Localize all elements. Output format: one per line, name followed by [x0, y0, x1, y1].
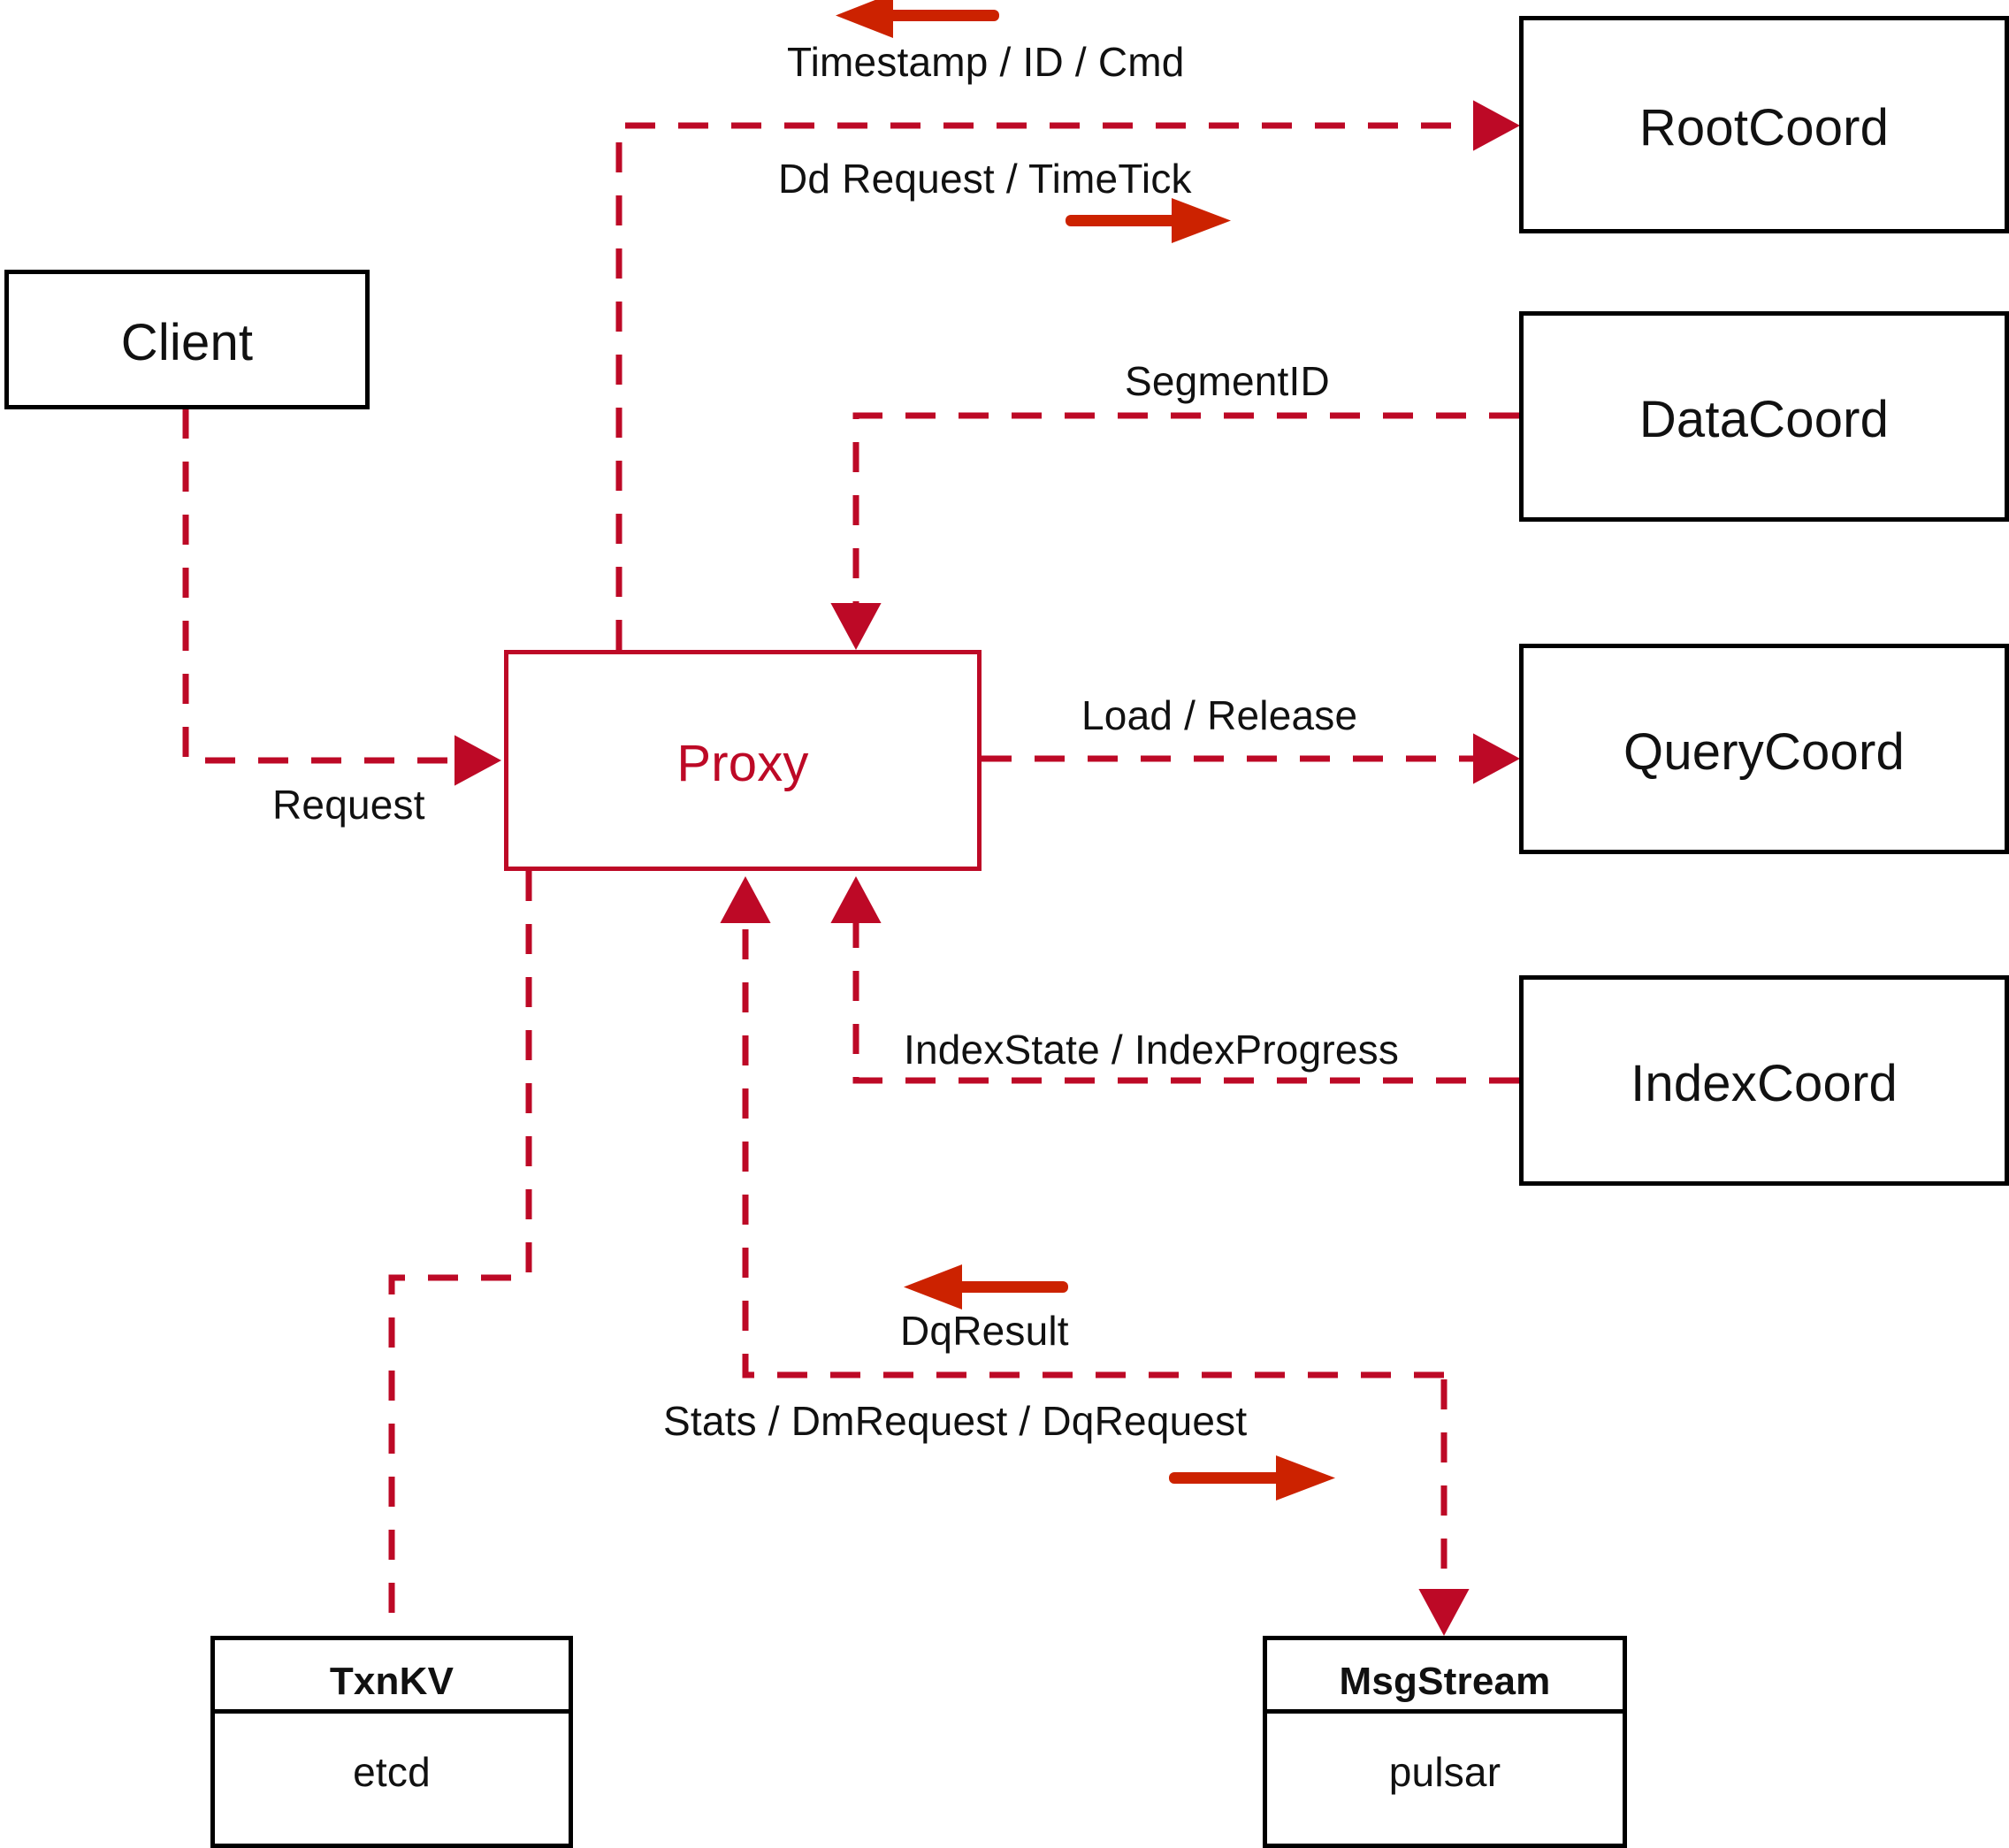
- node-msgstream-title: MsgStream: [1339, 1660, 1551, 1703]
- edge-proxy-to-txnkv: [388, 871, 532, 1636]
- node-txnkv-impl: etcd: [353, 1749, 431, 1795]
- node-datacoord-label: DataCoord: [1639, 391, 1890, 448]
- node-msgstream-impl: pulsar: [1388, 1749, 1501, 1795]
- edge-label-segment-id: SegmentID: [1125, 358, 1330, 404]
- node-client-label: Client: [120, 314, 254, 371]
- edge-label-timestamp-id-cmd: Timestamp / ID / Cmd: [787, 39, 1185, 85]
- edge-label-dq-result: DqResult: [900, 1308, 1069, 1354]
- stats-request-send-arrow: [1169, 1455, 1335, 1501]
- edge-label-request: Request: [272, 782, 425, 828]
- node-proxy-label: Proxy: [676, 735, 809, 792]
- node-client[interactable]: Client: [4, 270, 370, 409]
- edge-client-to-proxy: [182, 409, 502, 786]
- node-rootcoord-label: RootCoord: [1639, 99, 1890, 157]
- node-querycoord-label: QueryCoord: [1623, 723, 1905, 781]
- edge-msgstream-to-proxy: [720, 875, 1444, 1378]
- node-datacoord[interactable]: DataCoord: [1519, 311, 2009, 522]
- edge-proxy-to-rootcoord: [615, 100, 1521, 650]
- node-indexcoord-label: IndexCoord: [1631, 1055, 1898, 1112]
- edge-label-dd-request-timetick: Dd Request / TimeTick: [778, 156, 1192, 202]
- timestamp-return-arrow: [836, 0, 999, 38]
- node-rootcoord[interactable]: RootCoord: [1519, 16, 2009, 233]
- edge-datacoord-to-proxy: [830, 412, 1519, 651]
- edge-label-index-state-progress: IndexState / IndexProgress: [904, 1027, 1400, 1073]
- edge-label-stats-dm-dq-request: Stats / DmRequest / DqRequest: [663, 1398, 1248, 1444]
- msgstream-divider: [1267, 1709, 1623, 1714]
- node-txnkv[interactable]: TxnKV etcd: [210, 1636, 573, 1848]
- node-msgstream[interactable]: MsgStream pulsar: [1263, 1636, 1627, 1848]
- edge-label-load-release: Load / Release: [1081, 692, 1358, 738]
- dq-result-return-arrow: [904, 1264, 1068, 1310]
- legend-arrow-group: [836, 0, 1335, 1501]
- node-querycoord[interactable]: QueryCoord: [1519, 644, 2009, 854]
- edge-indexcoord-to-proxy: [830, 875, 1519, 1084]
- dd-request-send-arrow: [1066, 198, 1231, 243]
- node-proxy[interactable]: Proxy: [504, 650, 982, 871]
- node-txnkv-title: TxnKV: [329, 1660, 455, 1703]
- txnkv-divider: [215, 1709, 569, 1714]
- node-indexcoord[interactable]: IndexCoord: [1519, 975, 2009, 1186]
